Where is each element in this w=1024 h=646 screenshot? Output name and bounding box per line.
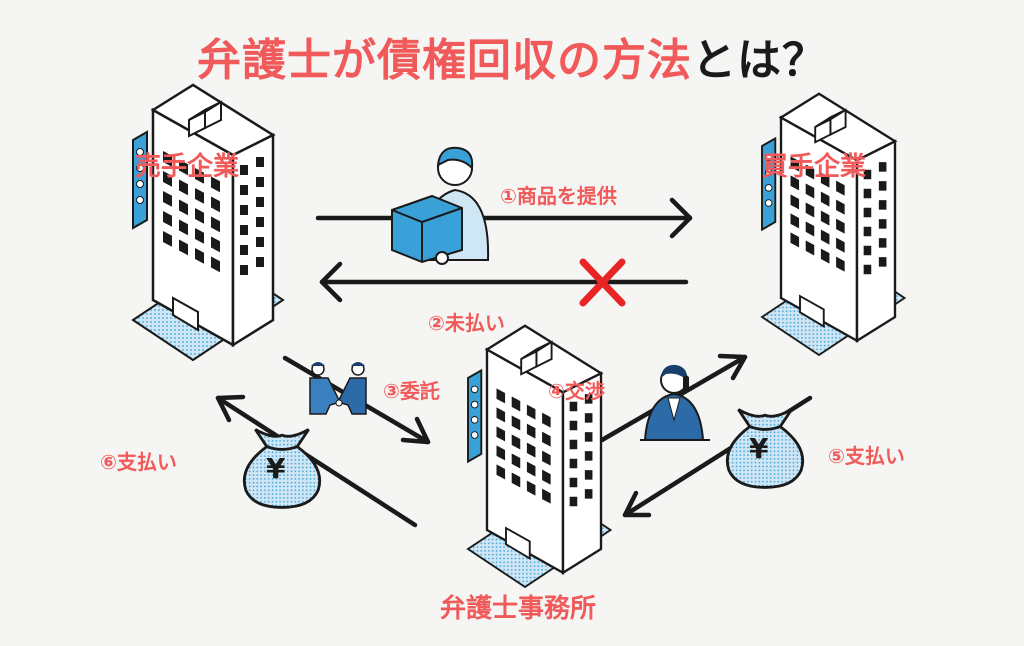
cross-mark-icon	[579, 258, 626, 307]
step-payment-6: ⑥支払い	[100, 450, 177, 474]
arrowhead-payment-5	[622, 490, 652, 518]
building-icon	[760, 92, 906, 357]
diagram-title: 弁護士が債権回収の方法とは？	[0, 24, 1024, 88]
seller-label: 売手企業	[135, 152, 240, 182]
step-negotiate: ④交渉	[548, 379, 605, 403]
step-entrust: ③委託	[383, 379, 440, 403]
step-payment-5: ⑤支払い	[828, 444, 905, 468]
title-red-part: 弁護士が債権回収の方法	[197, 35, 692, 86]
building-icon	[466, 324, 612, 589]
arrowhead-negotiate	[717, 353, 748, 381]
buyer-label: 買手企業	[762, 152, 867, 182]
handshake-icon	[309, 362, 367, 415]
arrow-payment-6	[215, 395, 418, 528]
arrowhead-payment-6	[215, 394, 246, 423]
arrowhead-unpaid	[319, 261, 343, 303]
yen-symbol: ¥	[749, 432, 769, 465]
step-unpaid: ②未払い	[428, 311, 505, 335]
building-icon	[131, 83, 285, 362]
title-black-part: とは？	[692, 35, 827, 86]
arrowhead-entrust	[400, 416, 431, 445]
phone-businessman-icon	[640, 364, 710, 441]
delivery-person-icon	[391, 146, 490, 265]
law-office-label: 弁護士事務所	[440, 594, 597, 624]
arrowhead-provide-goods	[669, 197, 693, 239]
yen-symbol: ¥	[266, 452, 286, 485]
step-provide-goods: ①商品を提供	[500, 184, 617, 208]
